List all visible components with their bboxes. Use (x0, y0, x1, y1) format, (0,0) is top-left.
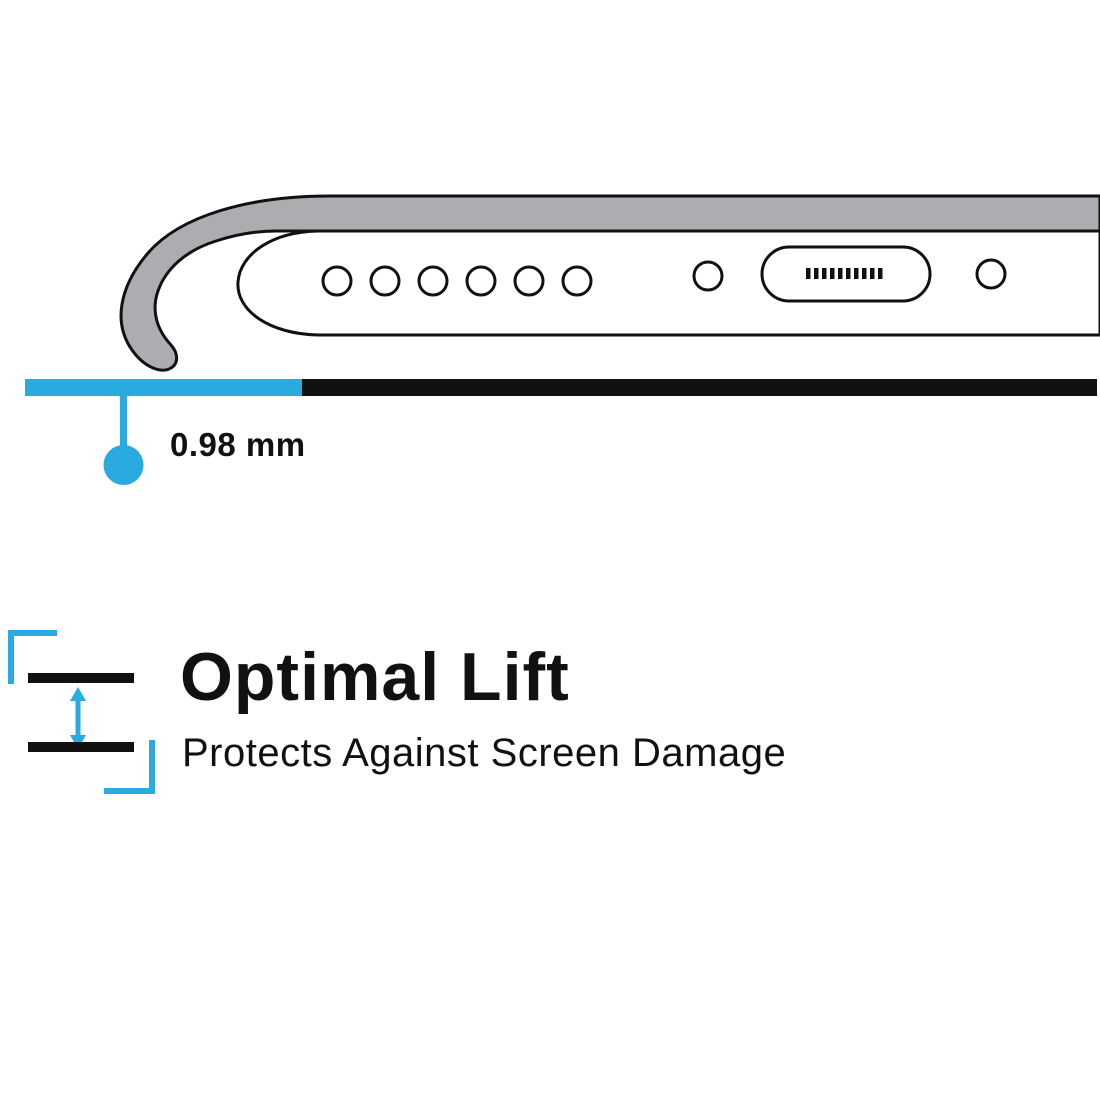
lift-measurement (25, 379, 1097, 485)
bracket-bottom-right-icon (104, 740, 155, 794)
speaker-hole (369, 265, 401, 297)
charging-port-icon (760, 245, 932, 303)
phone-bottom-edge (119, 194, 1100, 372)
measure-drop-line (120, 396, 127, 448)
microphone-hole (692, 260, 724, 292)
screw-hole (975, 258, 1007, 290)
feature-subtitle: Protects Against Screen Damage (182, 731, 787, 775)
speaker-hole (321, 265, 353, 297)
feature-title: Optimal Lift (180, 639, 570, 715)
gap-bar-bottom (28, 742, 134, 752)
gap-bar-top (28, 673, 134, 683)
charging-port-pins (806, 268, 883, 279)
bracket-top-left-icon (8, 630, 57, 684)
lift-gap-icon (8, 630, 155, 794)
lift-measurement-label: 0.98 mm (170, 426, 306, 463)
speaker-hole (417, 265, 449, 297)
speaker-hole (513, 265, 545, 297)
speaker-hole (465, 265, 497, 297)
speaker-hole (561, 265, 593, 297)
lift-bar-accent (25, 379, 302, 396)
double-arrow-icon (70, 687, 86, 749)
lift-bar-dark (302, 379, 1097, 396)
measure-dot (103, 445, 144, 485)
phone-body (236, 229, 1100, 337)
speaker-holes (321, 265, 593, 297)
